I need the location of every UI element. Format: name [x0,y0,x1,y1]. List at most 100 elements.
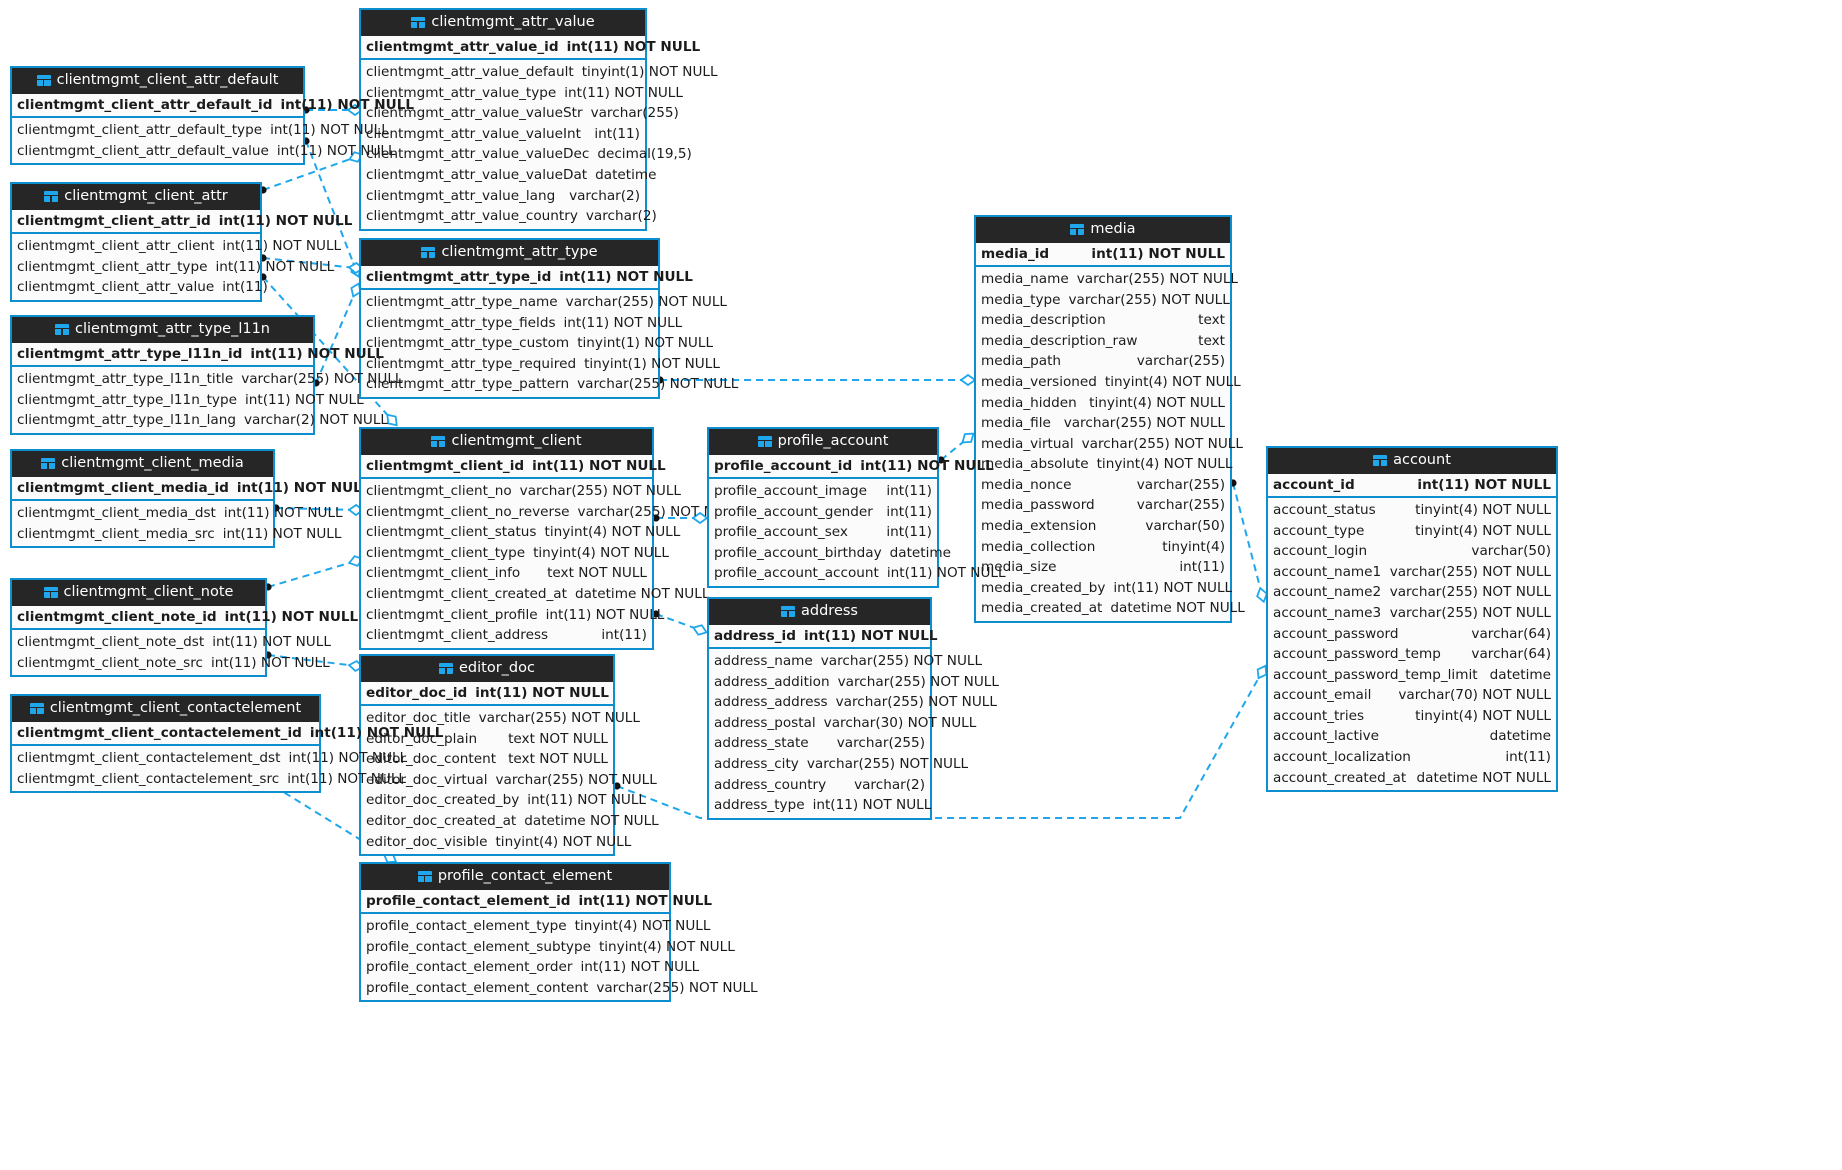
column-type: int(11) NOT NULL [580,959,700,976]
column-name: media_file [981,415,1051,432]
column-type: int(11) [886,483,932,500]
table-name: media [1090,221,1136,237]
column-type: int(11) NOT NULL [532,457,666,474]
column-type: int(11) NOT NULL [1113,579,1233,596]
column-name: editor_doc_created_at [366,812,517,829]
column-type: int(11) NOT NULL [250,345,384,362]
column-name: clientmgmt_attr_value_valueDat [366,166,588,183]
column-type: varchar(30) NOT NULL [823,714,977,731]
table-header-clientmgmt_client: clientmgmt_client [361,429,652,455]
table-name: clientmgmt_client_media [61,455,244,471]
column-name: clientmgmt_client_contactelement_dst [17,750,281,767]
column-name: media_extension [981,518,1097,535]
column-type: int(11) [601,627,647,644]
column-type: int(11) NOT NULL [563,314,683,331]
column-name: clientmgmt_attr_value_type [366,84,557,101]
table-name: clientmgmt_attr_value [431,14,595,30]
column-name: clientmgmt_client_contactelement_id [17,724,302,741]
column-name: profile_account_sex [714,524,848,541]
column-type: int(11) [594,125,640,142]
column-type: varchar(64) [1471,646,1551,663]
column-name: media_description_raw [981,332,1138,349]
column-name: account_type [1273,522,1365,539]
column-name: editor_doc_content [366,751,497,768]
column-name: media_created_at [981,600,1103,617]
column-name: account_lactive [1273,728,1380,745]
column-name: account_name1 [1273,563,1382,580]
column-name: profile_account_id [714,457,853,474]
table-clientmgmt_attr_value[interactable]: clientmgmt_attr_value clientmgmt_attr_val… [359,8,718,231]
column-name: editor_doc_created_by [366,792,520,809]
column-type: tinyint(1) NOT NULL [581,64,718,81]
column-name: profile_account_gender [714,503,873,520]
column-type: tinyint(4) NOT NULL [1089,394,1225,411]
column-type: int(11) NOT NULL [578,892,713,909]
column-name: clientmgmt_client_no_reverse [366,503,570,520]
column-type: tinyint(4) NOT NULL [1415,707,1551,724]
column-name: clientmgmt_client_attr_default_id [17,96,273,113]
table-icon [781,605,796,617]
column-type: varchar(255) NOT NULL [835,694,997,711]
column-type: int(11) NOT NULL [566,38,701,55]
table-profile_account[interactable]: profile_account profile_account_id int(11)… [707,427,1006,588]
column-type: tinyint(1) NOT NULL [584,355,720,372]
column-type: varchar(2) [585,208,657,225]
column-name: clientmgmt_client_address [366,627,549,644]
table-icon [431,435,446,447]
table-header-address: address [709,599,930,625]
column-name: media_size [981,559,1057,576]
table-icon [411,16,426,28]
column-type: datetime NOT NULL [524,812,659,829]
column-name: clientmgmt_attr_type_name [366,294,558,311]
table-name: account [1393,452,1451,468]
column-name: media_name [981,271,1069,288]
table-icon [421,246,436,258]
column-name: editor_doc_plain [366,730,478,747]
column-type: datetime NOT NULL [1110,600,1245,617]
column-type: varchar(255) NOT NULL [478,710,640,727]
column-name: media_nonce [981,476,1072,493]
column-name: clientmgmt_attr_type_l11n_type [17,391,237,408]
table-header-clientmgmt_client_media: clientmgmt_client_media [12,451,273,477]
table-header-account: account [1268,448,1556,474]
column-name: clientmgmt_client_no [366,483,512,500]
column-type: varchar(255) NOT NULL [1389,563,1551,580]
column-name: clientmgmt_client_id [366,457,525,474]
column-type: int(11) NOT NULL [475,684,609,701]
column-type: varchar(255) NOT NULL [806,755,969,772]
table-name: profile_account [777,433,889,449]
column-type: int(11) NOT NULL [212,634,331,651]
column-name: profile_contact_element_order [366,959,573,976]
